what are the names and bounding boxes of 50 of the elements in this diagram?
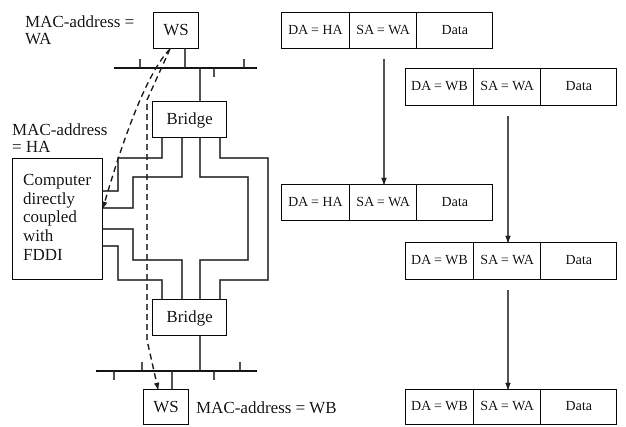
- workstation-box: [143, 389, 189, 425]
- connection-line: [171, 372, 173, 389]
- frame-field: SA = WA: [472, 69, 540, 105]
- connection-line: [199, 69, 201, 101]
- frame-field: SA = WA: [472, 243, 540, 279]
- arrow: [505, 290, 511, 390]
- bridge-box: [152, 299, 227, 336]
- connection-line: [184, 49, 186, 67]
- frame-field: Data: [416, 13, 492, 48]
- frame-format-box: [281, 12, 493, 49]
- arrow: [146, 48, 171, 390]
- frame-field: DA = HA: [282, 185, 349, 220]
- frame-field: DA = WB: [406, 69, 473, 105]
- frame-field: DA = WB: [406, 243, 473, 279]
- connection-line: [103, 228, 183, 299]
- frame-field: SA = WA: [472, 390, 540, 424]
- mac-address-label: MAC-address = HA: [12, 121, 108, 155]
- connection-line: [103, 245, 163, 299]
- arrow: [102, 48, 171, 209]
- frame-format-box: [405, 242, 617, 280]
- node-label: Bridge: [166, 110, 213, 129]
- bridge-box: [152, 101, 227, 138]
- mac-address-label: MAC-address = WA: [25, 13, 136, 47]
- connection-line: [199, 138, 249, 299]
- frame-format-box: [405, 389, 617, 425]
- connection-line: [219, 138, 269, 299]
- workstation-box: [153, 12, 199, 49]
- arrow: [381, 59, 387, 185]
- frame-field: Data: [540, 390, 616, 424]
- frame-field: Data: [540, 69, 616, 105]
- node-label: WS: [153, 398, 179, 416]
- computer-box: [12, 158, 103, 280]
- connection-line: [103, 138, 163, 192]
- frame-field: Data: [540, 243, 616, 279]
- frame-field: DA = HA: [282, 13, 349, 48]
- node-label: Bridge: [166, 308, 213, 327]
- frame-field: SA = WA: [348, 185, 416, 220]
- connection-line: [199, 336, 201, 370]
- frame-field: SA = WA: [348, 13, 416, 48]
- frame-field: Data: [416, 185, 492, 220]
- node-label: WS: [163, 21, 189, 40]
- frame-format-box: [281, 184, 493, 221]
- frame-format-box: [405, 68, 617, 106]
- mac-address-label: MAC-address = WB: [196, 399, 338, 416]
- node-label: Computer directly coupled with FDDI: [23, 171, 92, 264]
- frame-field: DA = WB: [406, 390, 473, 424]
- arrow: [505, 116, 511, 243]
- connection-line: [103, 138, 183, 209]
- lan-bus-line: [96, 370, 257, 372]
- lan-bus-line: [114, 67, 257, 69]
